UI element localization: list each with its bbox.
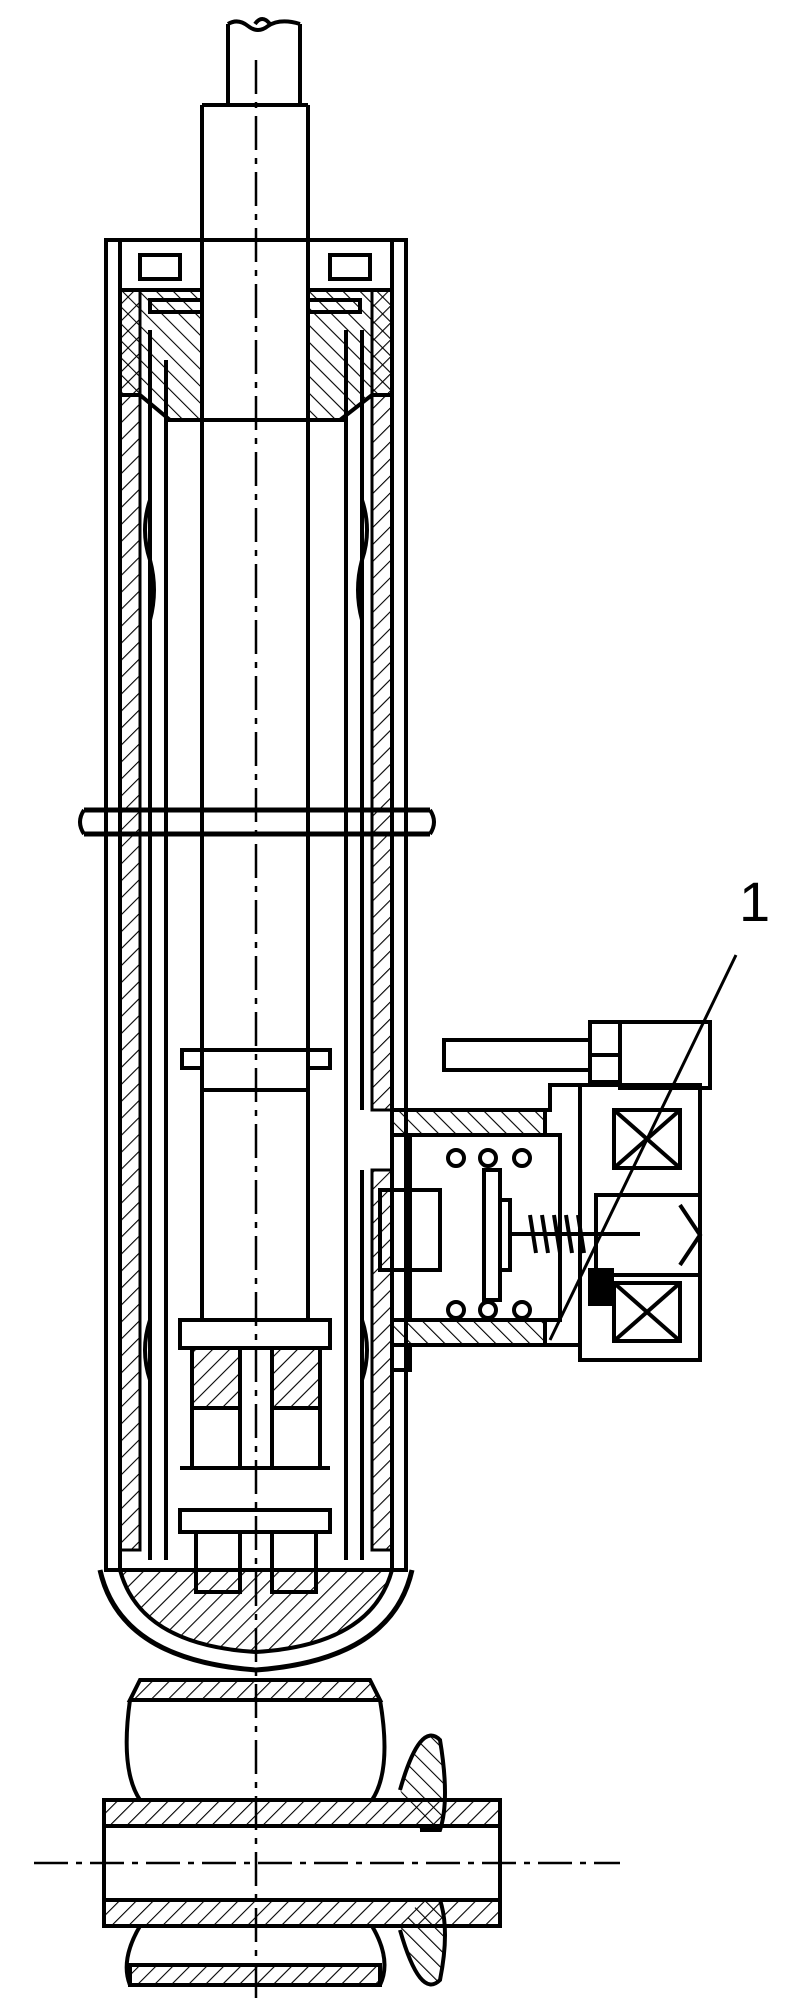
left-wall-hatch bbox=[118, 288, 142, 1552]
rod-end-stub bbox=[226, 17, 302, 107]
valve-shims bbox=[446, 1148, 640, 1320]
bottom-eye bbox=[102, 1678, 502, 1987]
rod-guide bbox=[118, 253, 394, 422]
piston-head bbox=[180, 1048, 332, 1320]
pressure-tube bbox=[148, 330, 364, 1560]
valve-housing bbox=[378, 1083, 702, 1372]
center-lines bbox=[34, 60, 620, 2005]
tube-crimps bbox=[143, 499, 369, 1381]
callout-label-1: 1 bbox=[739, 870, 771, 933]
solenoid bbox=[578, 1083, 703, 1362]
electrical-connector bbox=[442, 1020, 712, 1090]
callout-1-leader bbox=[548, 954, 738, 1341]
right-wall-hatch bbox=[370, 288, 394, 1112]
